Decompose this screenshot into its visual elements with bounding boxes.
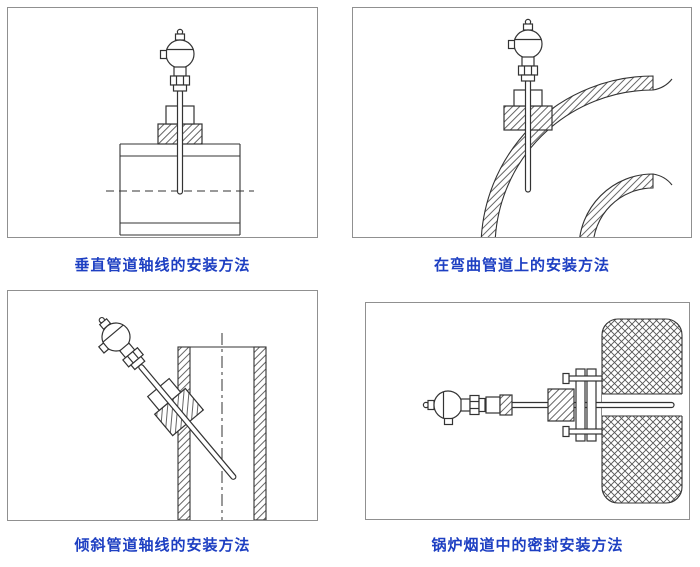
thermocouple <box>503 18 553 193</box>
caption-flue-installation: 锅炉烟道中的密封安装方法 <box>431 537 624 554</box>
caption-vertical-installation: 垂直管道轴线的安装方法 <box>74 257 251 274</box>
pipe-horizontal <box>119 143 241 236</box>
panel-vertical-installation <box>7 7 318 238</box>
thermocouple <box>84 308 237 480</box>
thermocouple <box>157 28 203 195</box>
panel-inclined-installation <box>7 290 318 521</box>
seal-fittings <box>485 368 603 442</box>
diagram-flue-installation <box>422 318 683 504</box>
elbow-pipe <box>480 75 673 237</box>
caption-elbow-installation: 在弯曲管道上的安装方法 <box>433 257 610 274</box>
panel-flue-installation <box>365 302 690 520</box>
panel-elbow-installation <box>352 7 692 238</box>
diagram-vertical-installation <box>106 28 254 236</box>
diagram-inclined-installation <box>84 308 267 520</box>
flue-wall <box>601 318 683 504</box>
diagram-elbow-installation <box>480 18 673 237</box>
caption-inclined-installation: 倾斜管道轴线的安装方法 <box>74 537 251 554</box>
